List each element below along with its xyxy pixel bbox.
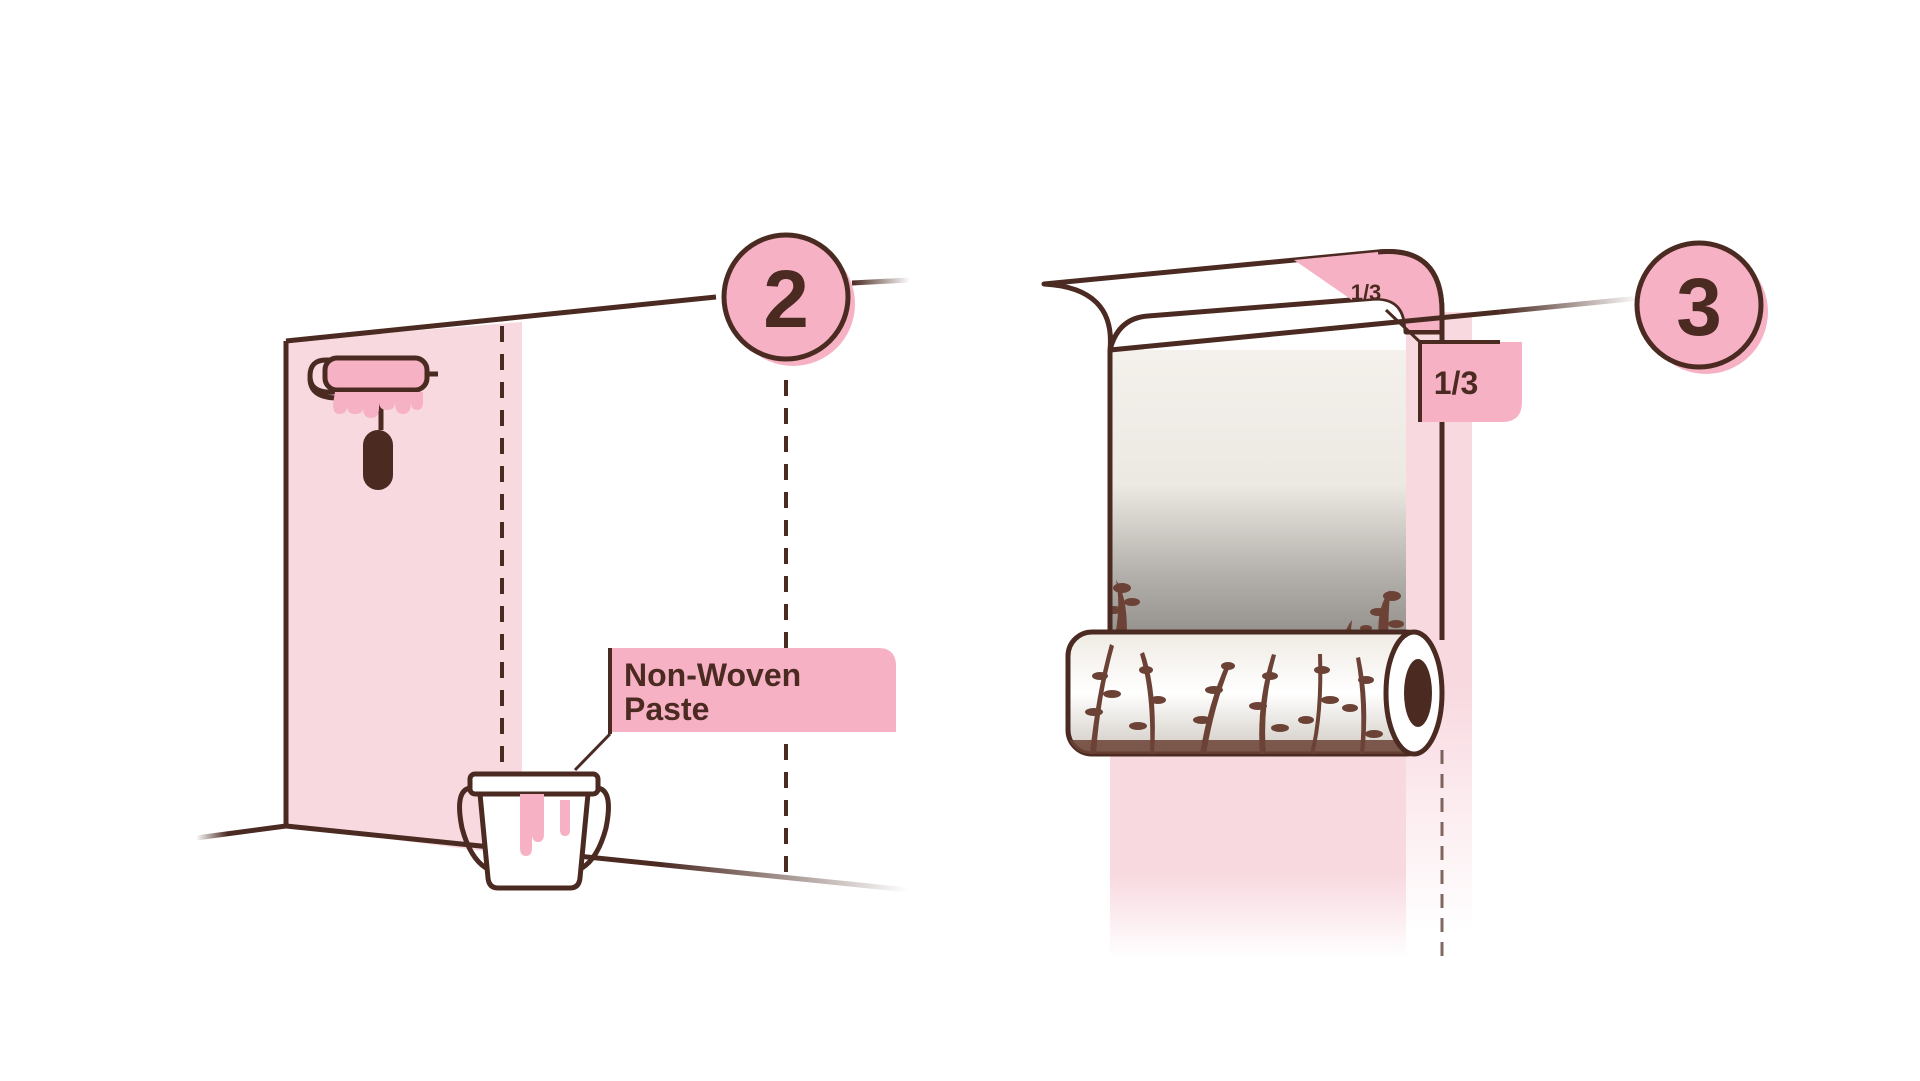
paste-label-line1: Non-Woven — [624, 657, 801, 693]
wallpaper-sheet — [1110, 350, 1406, 650]
step-3-illustration: 1/3 1/3 3 — [1041, 240, 1768, 958]
paste-label: Non-Woven Paste — [573, 648, 896, 772]
pasted-wall-strip — [286, 322, 522, 856]
paste-label-pointer — [573, 732, 612, 772]
ceiling-line-step3 — [1109, 309, 1501, 353]
floor-line — [285, 823, 909, 893]
step-2-illustration: 2 Non-Woven Paste — [195, 232, 911, 893]
step-2-number: 2 — [763, 254, 809, 345]
fold-ratio-text: 1/3 — [1434, 365, 1478, 401]
fold-small-label: 1/3 — [1351, 280, 1382, 305]
fold-pink-corner — [1294, 251, 1442, 330]
ceiling-line-fade — [851, 277, 911, 286]
ceiling-line — [285, 294, 717, 344]
floor-line-left — [195, 823, 287, 841]
paste-bucket-icon — [457, 771, 611, 891]
pasted-wall-area — [1110, 748, 1406, 958]
paint-roller-icon — [307, 355, 438, 490]
ceiling-line-step3-fade — [1499, 295, 1641, 315]
step-3-badge: 3 — [1634, 240, 1768, 374]
wallpaper-roll-icon — [1065, 629, 1445, 757]
paste-label-line2: Paste — [624, 691, 709, 727]
step-2-badge: 2 — [721, 232, 855, 366]
fold-ratio-tag: 1/3 — [1384, 308, 1522, 422]
step-3-number: 3 — [1676, 262, 1722, 353]
